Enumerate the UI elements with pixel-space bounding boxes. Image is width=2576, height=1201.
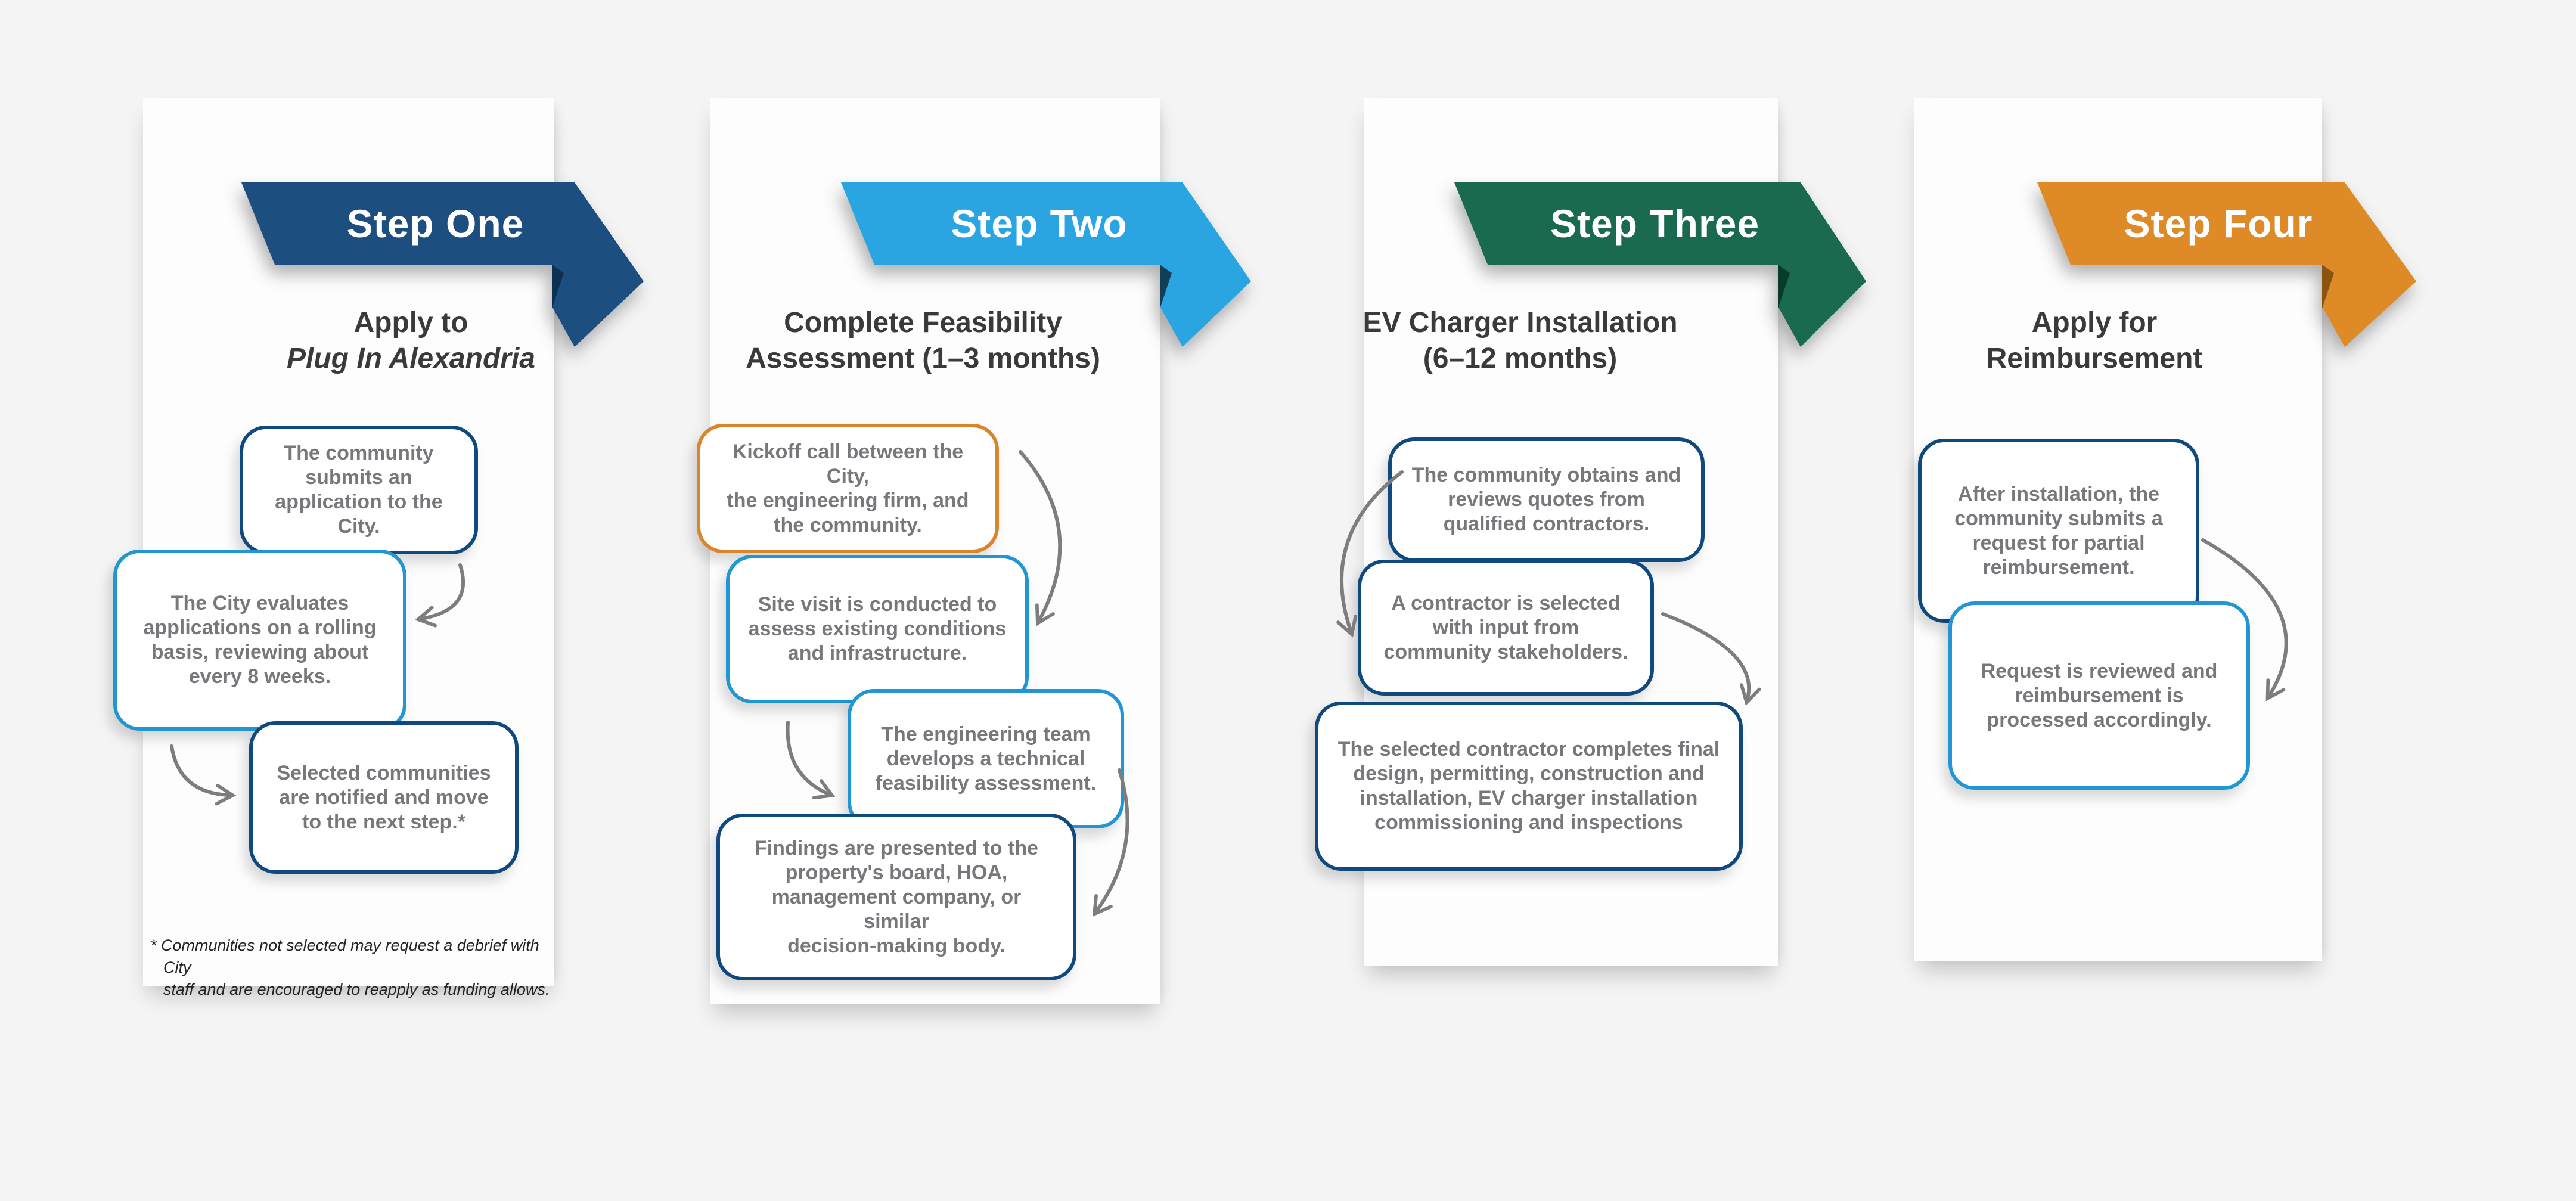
step-two-banner: Step Two <box>841 182 1252 348</box>
callout-kickoff-call: Kickoff call between the City, the engin… <box>697 424 999 553</box>
callout-findings-presented: Findings are presented to the property's… <box>716 814 1076 980</box>
title-line: Reimbursement <box>1986 343 2203 374</box>
step-two-title: Complete Feasibility Assessment (1–3 mon… <box>698 305 1148 377</box>
callout-selected-communities-notified: Selected communities are notified and mo… <box>249 721 519 874</box>
step-one-banner: Step One <box>241 182 645 348</box>
banner-arrow-shape <box>241 182 644 347</box>
step-one-title: Apply to Plug In Alexandria <box>206 305 616 377</box>
banner-arrow-shape <box>841 182 1251 347</box>
callout-community-submits-application: The community submits an application to … <box>240 426 478 554</box>
title-line: Complete Feasibility <box>784 307 1062 339</box>
title-line: Apply to <box>353 307 468 339</box>
step-two-banner-label: Step Two <box>951 201 1128 246</box>
callout-submit-reimbursement-request: After installation, the community submit… <box>1918 439 2199 623</box>
banner-arrow-shape <box>2037 182 2416 347</box>
callout-contractor-completes-work: The selected contractor completes final … <box>1315 702 1743 871</box>
step-four-banner: Step Four <box>2037 182 2417 348</box>
callout-contractor-selected: A contractor is selected with input from… <box>1358 560 1654 696</box>
step-three-banner: Step Three <box>1454 182 1867 348</box>
title-line: Apply for <box>2031 307 2158 339</box>
step-three-title: EV Charger Installation (6–12 months) <box>1313 305 1727 377</box>
title-line: (6–12 months) <box>1423 343 1618 374</box>
callout-city-evaluates-applications: The City evaluates applications on a rol… <box>113 550 406 731</box>
step-four-banner-label: Step Four <box>2124 201 2313 246</box>
step-three-banner-label: Step Three <box>1550 201 1760 246</box>
footnote: * Communities not selected may request a… <box>150 936 550 998</box>
callout-site-visit: Site visit is conducted to assess existi… <box>726 555 1029 703</box>
title-line: Plug In Alexandria <box>287 343 535 374</box>
step-four-title: Apply for Reimbursement <box>1891 305 2298 377</box>
title-line: Assessment (1–3 months) <box>746 343 1100 374</box>
callout-community-obtains-quotes: The community obtains and reviews quotes… <box>1388 437 1705 562</box>
title-line: EV Charger Installation <box>1363 307 1678 339</box>
callout-technical-feasibility: The engineering team develops a technica… <box>848 689 1124 828</box>
banner-arrow-shape <box>1454 182 1866 347</box>
callout-request-reviewed: Request is reviewed and reimbursement is… <box>1948 601 2250 790</box>
step-one-banner-label: Step One <box>346 201 524 246</box>
